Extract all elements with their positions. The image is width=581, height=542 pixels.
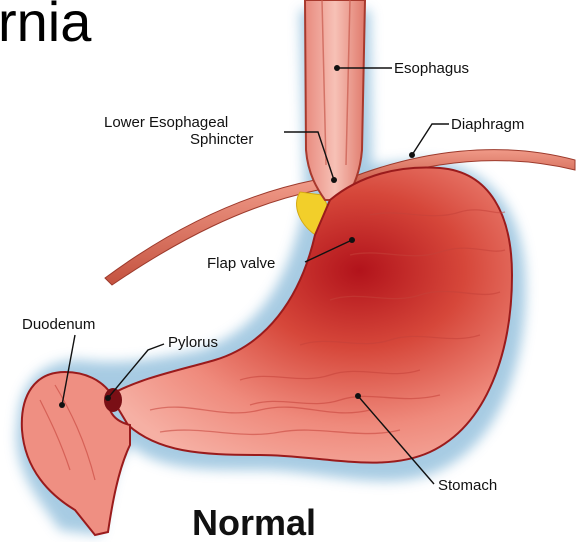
label-flap-valve: Flap valve (207, 255, 275, 272)
label-esophagus: Esophagus (394, 60, 469, 77)
caption-normal: Normal (192, 503, 316, 542)
title-fragment: rnia (0, 0, 91, 54)
label-diaphragm: Diaphragm (451, 116, 524, 133)
label-les-line2: Sphincter (190, 131, 253, 148)
label-duodenum: Duodenum (22, 316, 95, 333)
label-pylorus: Pylorus (168, 334, 218, 351)
duodenum (22, 372, 130, 535)
label-les-line1: Lower Esophageal (104, 114, 228, 131)
esophagus (305, 0, 365, 200)
label-stomach: Stomach (438, 477, 497, 494)
